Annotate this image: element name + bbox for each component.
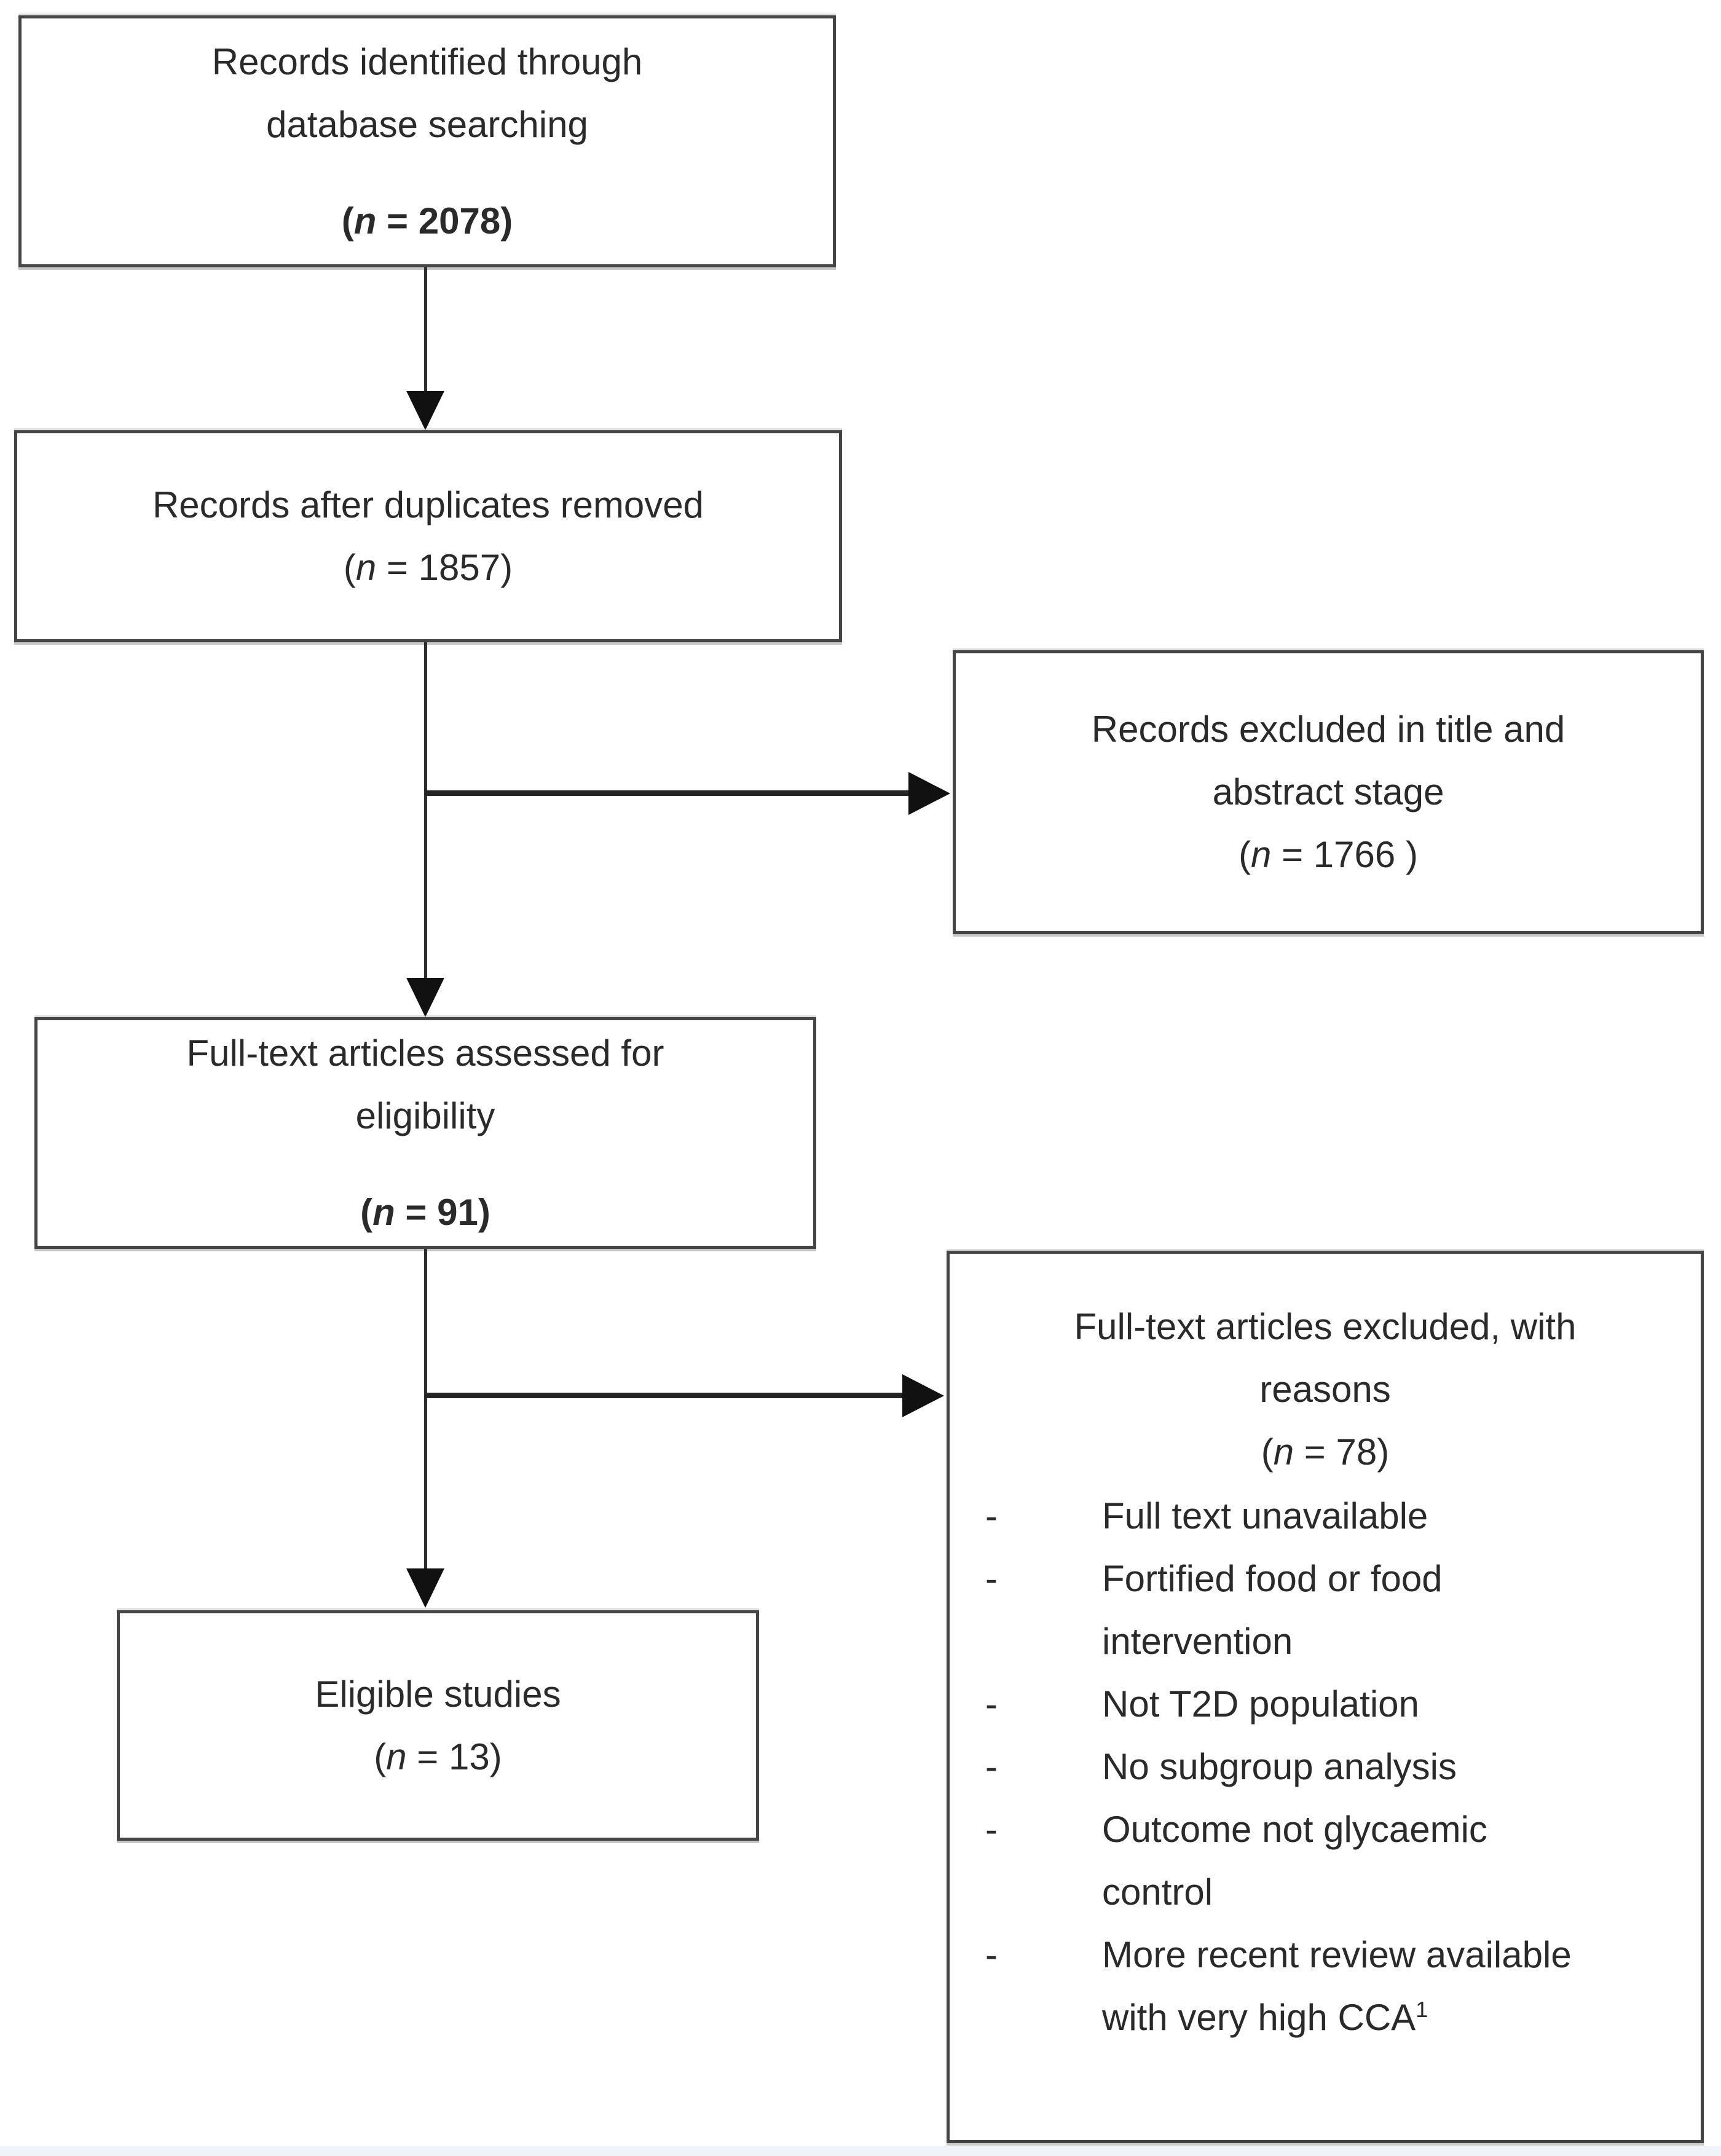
list-item: - More recent review available with very… <box>950 1924 1701 2049</box>
title-line: Eligible studies <box>315 1673 561 1715</box>
reason-text: More recent review available with very h… <box>1102 1934 1572 2038</box>
box-records-excluded-title-abstract: Records excluded in title and abstract s… <box>953 650 1704 934</box>
count-value: = 91) <box>395 1192 490 1233</box>
title-line: Records identified through <box>211 41 643 82</box>
title-line: database searching <box>266 103 588 145</box>
box-duplicates-removed: Records after duplicates removed (n = 18… <box>14 430 842 642</box>
reason-text: Not T2D population <box>1102 1683 1419 1725</box>
count-fulltext-excluded: (n = 78) <box>1261 1421 1389 1484</box>
box-fulltext-assessed-title: Full-text articles assessed for eligibil… <box>37 1022 813 1147</box>
count-records-excluded: (n = 1766 ) <box>1239 824 1418 886</box>
count-open: ( <box>1261 1431 1274 1473</box>
box-records-identified-title: Records identified through database sear… <box>22 31 833 156</box>
title-line: eligibility <box>355 1095 495 1136</box>
list-bullet: - <box>985 1558 998 1599</box>
box-duplicates-removed-title: Records after duplicates removed <box>17 474 839 537</box>
exclusion-reasons-list: - Full text unavailable - Fortified food… <box>950 1485 1701 2049</box>
arrowhead-right-icon <box>902 1374 944 1417</box>
count-value: = 1857) <box>376 546 513 588</box>
title-line: Full-text articles excluded, with <box>1074 1306 1577 1347</box>
count-value: = 78) <box>1294 1431 1390 1473</box>
count-n: n <box>353 200 377 242</box>
arrowhead-down-icon <box>406 978 444 1017</box>
count-n: n <box>1251 834 1272 875</box>
title-line: Records after duplicates removed <box>152 484 704 525</box>
connector-line-vertical-3 <box>424 1249 427 1570</box>
count-records-identified: (n = 2078) <box>342 190 513 253</box>
count-value: = 1766 ) <box>1271 834 1418 875</box>
connector-line-vertical-1 <box>424 267 427 393</box>
title-line: abstract stage <box>1212 771 1444 812</box>
box-fulltext-excluded-title: Full-text articles excluded, with reason… <box>950 1296 1701 1421</box>
box-records-excluded-title: Records excluded in title and abstract s… <box>956 698 1701 824</box>
list-item: - Outcome not glycaemic control <box>950 1798 1701 1924</box>
connector-line-branch-1 <box>425 790 908 796</box>
reason-text: Full text unavailable <box>1102 1495 1428 1536</box>
page-bottom-strip <box>0 2146 1721 2156</box>
count-open: ( <box>1239 834 1251 875</box>
title-line: Full-text articles assessed for <box>186 1033 664 1074</box>
arrowhead-right-icon <box>908 772 950 815</box>
box-fulltext-assessed: Full-text articles assessed for eligibil… <box>34 1017 816 1249</box>
count-n: n <box>1273 1431 1294 1473</box>
count-value: = 2078) <box>376 200 513 242</box>
count-open: ( <box>360 1192 373 1233</box>
count-n: n <box>355 546 377 588</box>
reason-text: Outcome not glycaemic control <box>1102 1809 1487 1913</box>
box-eligible-studies-title: Eligible studies <box>120 1663 756 1726</box>
arrowhead-down-icon <box>406 1568 444 1608</box>
count-open: ( <box>341 200 354 242</box>
list-bullet: - <box>985 1934 998 1975</box>
title-line: Records excluded in title and <box>1091 709 1565 750</box>
count-eligible-studies: (n = 13) <box>374 1726 502 1788</box>
box-fulltext-excluded: Full-text articles excluded, with reason… <box>947 1251 1704 2143</box>
count-n: n <box>386 1736 407 1777</box>
list-bullet: - <box>985 1746 998 1787</box>
count-value: = 13) <box>406 1736 502 1777</box>
reason-text: No subgroup analysis <box>1102 1746 1457 1787</box>
list-item: - No subgroup analysis <box>950 1736 1701 1798</box>
arrowhead-down-icon <box>406 391 444 430</box>
list-item: - Full text unavailable <box>950 1485 1701 1548</box>
list-bullet: - <box>985 1809 998 1850</box>
list-bullet: - <box>985 1683 998 1725</box>
reason-text: Fortified food or food intervention <box>1102 1558 1443 1662</box>
count-duplicates-removed: (n = 1857) <box>344 537 513 599</box>
connector-line-branch-2 <box>425 1393 902 1398</box>
connector-line-vertical-2 <box>424 642 427 979</box>
list-item: - Not T2D population <box>950 1673 1701 1736</box>
box-records-identified: Records identified through database sear… <box>18 15 836 267</box>
title-line: reasons <box>1259 1369 1391 1410</box>
list-item: - Fortified food or food intervention <box>950 1548 1701 1673</box>
count-n: n <box>372 1192 395 1233</box>
count-open: ( <box>374 1736 387 1777</box>
count-fulltext-assessed: (n = 91) <box>360 1181 490 1244</box>
superscript-footnote-marker: 1 <box>1416 1997 1428 2022</box>
list-bullet: - <box>985 1495 998 1536</box>
count-open: ( <box>343 546 356 588</box>
box-eligible-studies: Eligible studies (n = 13) <box>117 1610 759 1841</box>
